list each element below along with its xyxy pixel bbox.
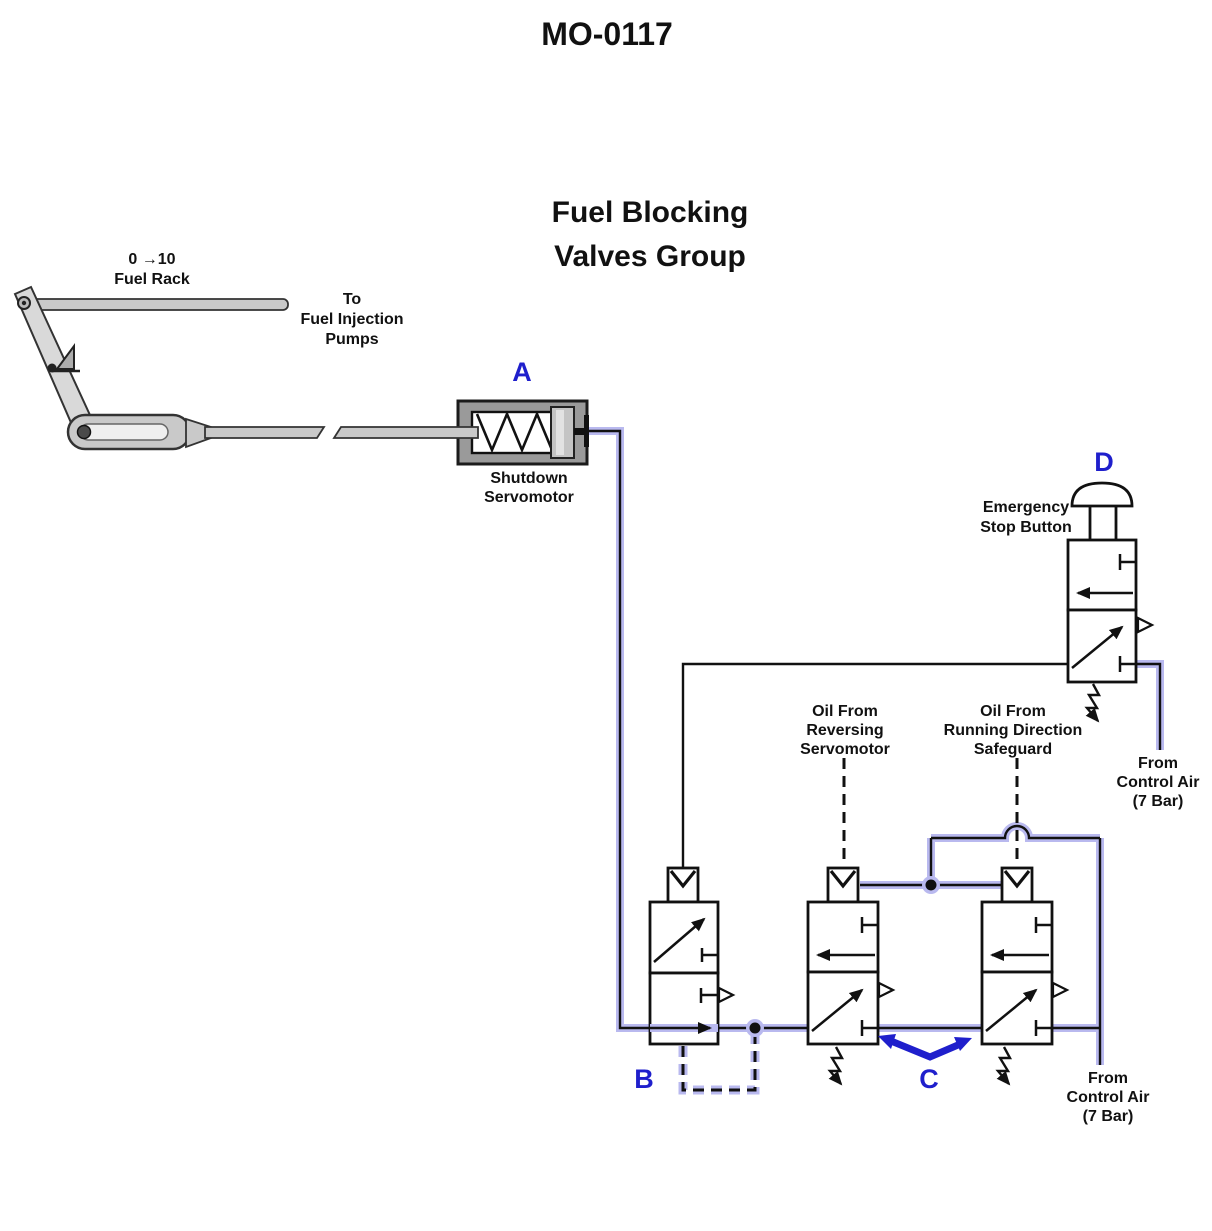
emergency-label-line2: Stop Button: [980, 519, 1072, 536]
emergency-label-line1: Emergency: [983, 499, 1069, 516]
valve-d: [1066, 481, 1155, 723]
marker-d: D: [1094, 447, 1114, 477]
push-rod-right: [332, 426, 479, 439]
valve-c-left: [806, 866, 896, 1086]
valve-d-exhaust-triangle: [1136, 616, 1155, 634]
servomotor-label-line1: Shutdown: [490, 470, 567, 487]
valve-c-right: [980, 866, 1070, 1086]
control-air-bottom-line3: (7 Bar): [1083, 1108, 1134, 1125]
oil-safeguard-line2: Running Direction: [944, 722, 1083, 739]
piston-rod: [574, 428, 585, 435]
lever-top-pivot-hole: [21, 300, 27, 306]
push-rod-left: [204, 426, 326, 439]
valve-c-left-exhaust-triangle: [877, 981, 896, 999]
marker-a: A: [512, 357, 532, 387]
valve-b-exhaust-triangle: [717, 986, 736, 1004]
valve-c-left-exhaust-bolt: [827, 1046, 845, 1086]
valve-b-box-lower: [648, 971, 720, 1046]
valve-c-right-box-lower: [980, 970, 1054, 1046]
clevis-slot: [79, 423, 169, 441]
line-valve-d-control-air: [1136, 662, 1162, 750]
valve-b-pilot-symbol: [669, 870, 697, 889]
valve-c-left-box-lower: [806, 970, 880, 1046]
fuel-rack-linkage: [13, 285, 326, 451]
c-arrow-arms: [889, 1037, 960, 1061]
to-pumps-line3: Pumps: [325, 331, 378, 348]
junction-dot-pilot: [925, 879, 937, 891]
valve-c-right-exhaust-bolt: [995, 1046, 1013, 1086]
valve-d-exhaust-bolt: [1084, 683, 1102, 723]
c-arrow-head-left: [878, 1034, 896, 1049]
control-air-top-line1: From: [1138, 755, 1178, 772]
piston-rod-endbar: [584, 415, 589, 447]
line-valve-d-to-valve-b-pilot: [681, 662, 1068, 868]
oil-reversing-line3: Servomotor: [800, 741, 890, 758]
to-pumps-line2: Fuel Injection: [300, 311, 403, 328]
servomotor-label-line2: Servomotor: [484, 489, 574, 506]
valve-b: [648, 866, 736, 1046]
oil-reversing-line2: Reversing: [806, 722, 883, 739]
line-servomotor-to-valve-b: [589, 429, 650, 1030]
control-air-lines: [589, 427, 1164, 1065]
valve-d-box-lower: [1066, 608, 1138, 684]
shutdown-servomotor: [332, 399, 589, 466]
oil-reversing-line1: Oil From: [812, 703, 878, 720]
valve-c-left-box-upper: [806, 900, 880, 974]
diagram-heading-line1: Fuel Blocking: [552, 196, 749, 229]
page-title: MO-0117: [541, 16, 673, 52]
to-pumps-line1: To: [343, 291, 362, 308]
control-air-bottom-line2: Control Air: [1067, 1089, 1150, 1106]
valve-c-left-pilot-symbol: [829, 870, 857, 889]
valve-d-diagonal-arrow: [1071, 625, 1124, 669]
oil-safeguard-line3: Safeguard: [974, 741, 1052, 758]
valve-c-right-exhaust-triangle: [1051, 981, 1070, 999]
emergency-button-cap: [1070, 481, 1134, 508]
marker-b: B: [634, 1064, 654, 1094]
junction-dot-bottom: [749, 1022, 761, 1034]
valve-b-pilot-loop: [681, 1034, 757, 1092]
c-arrow-head-right: [954, 1037, 972, 1051]
fuel-rack-label: Fuel Rack: [114, 271, 190, 288]
line-pilot-supply-hop: [931, 824, 1100, 840]
valve-b-diagonal-arrow: [653, 917, 706, 963]
control-air-top-line2: Control Air: [1117, 774, 1200, 791]
valve-c-right-box-upper: [980, 900, 1054, 974]
control-air-top-line3: (7 Bar): [1133, 793, 1184, 810]
lever-mid-pivot: [47, 363, 57, 373]
control-air-bottom-line1: From: [1088, 1070, 1128, 1087]
valve-d-box-upper: [1066, 538, 1138, 612]
piston-highlight: [556, 410, 564, 455]
valve-c-right-diagonal-arrow: [985, 988, 1038, 1032]
marker-c: C: [919, 1064, 939, 1094]
valve-c-left-diagonal-arrow: [811, 988, 864, 1032]
c-pointer-arrow: [878, 1034, 972, 1061]
fuel-rack-rod: [19, 298, 289, 311]
valve-c-right-pilot-symbol: [1003, 870, 1031, 889]
clevis-pin: [76, 424, 92, 440]
fuel-rack-range-label: 0 →10: [128, 251, 175, 268]
oil-safeguard-line1: Oil From: [980, 703, 1046, 720]
servomotor-spring: [475, 410, 554, 454]
pointer-flag: [55, 342, 75, 370]
diagram-heading-line2: Valves Group: [554, 240, 746, 273]
